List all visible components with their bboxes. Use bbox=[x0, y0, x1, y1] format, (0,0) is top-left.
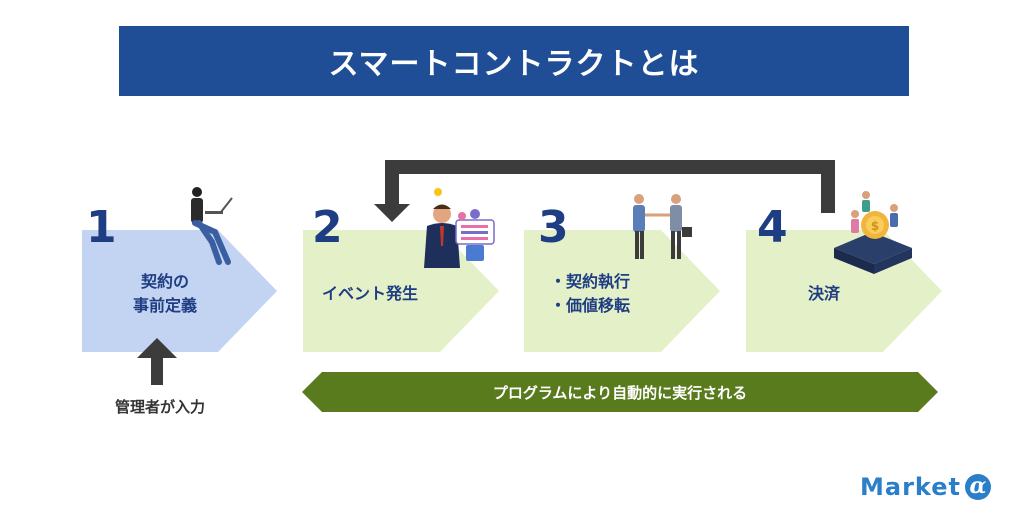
step-4-line-1: 決済 bbox=[808, 284, 841, 303]
svg-text:$: $ bbox=[871, 219, 879, 233]
step-4-number: 4 bbox=[757, 202, 788, 253]
automatic-execution-label: プログラムにより自動的に実行される bbox=[302, 372, 938, 412]
step-3-label: ・契約執行 ・価値移転 bbox=[550, 270, 630, 318]
admin-up-arrow bbox=[137, 338, 177, 385]
step-3-shape bbox=[524, 230, 720, 352]
step-1-line-2: 事前定義 bbox=[132, 296, 197, 315]
step-3-line-1: ・契約執行 bbox=[550, 272, 631, 291]
step-2-line-1: イベント発生 bbox=[322, 284, 419, 303]
automatic-execution-arrow bbox=[302, 372, 938, 412]
businessman-idea-icon bbox=[424, 188, 495, 268]
person-laptop-icon bbox=[191, 187, 233, 265]
handshake-icon bbox=[633, 194, 692, 259]
title-banner: スマートコントラクトとは bbox=[119, 26, 909, 96]
page-title: スマートコントラクトとは bbox=[328, 47, 700, 82]
brand-text: Market bbox=[860, 473, 961, 501]
step-3-number: 3 bbox=[538, 202, 569, 253]
step-1-label: 契約の 事前定義 bbox=[120, 270, 210, 318]
step-3-line-2: ・価値移転 bbox=[550, 296, 631, 315]
brand-alpha-icon: α bbox=[964, 474, 991, 500]
step-2-number: 2 bbox=[312, 202, 343, 253]
automatic-execution-text: プログラムにより自動的に実行される bbox=[492, 383, 748, 402]
step-4-label: 決済 bbox=[808, 282, 840, 306]
coins-people-icon: $ bbox=[834, 191, 912, 274]
loop-arrow bbox=[374, 160, 835, 222]
step-1-line-1: 契約の bbox=[140, 272, 189, 291]
step-1-number: 1 bbox=[86, 202, 117, 253]
admin-input-label: 管理者が入力 bbox=[114, 398, 205, 416]
step-2-label: イベント発生 bbox=[322, 282, 418, 306]
brand-logo: Market α bbox=[860, 472, 991, 502]
